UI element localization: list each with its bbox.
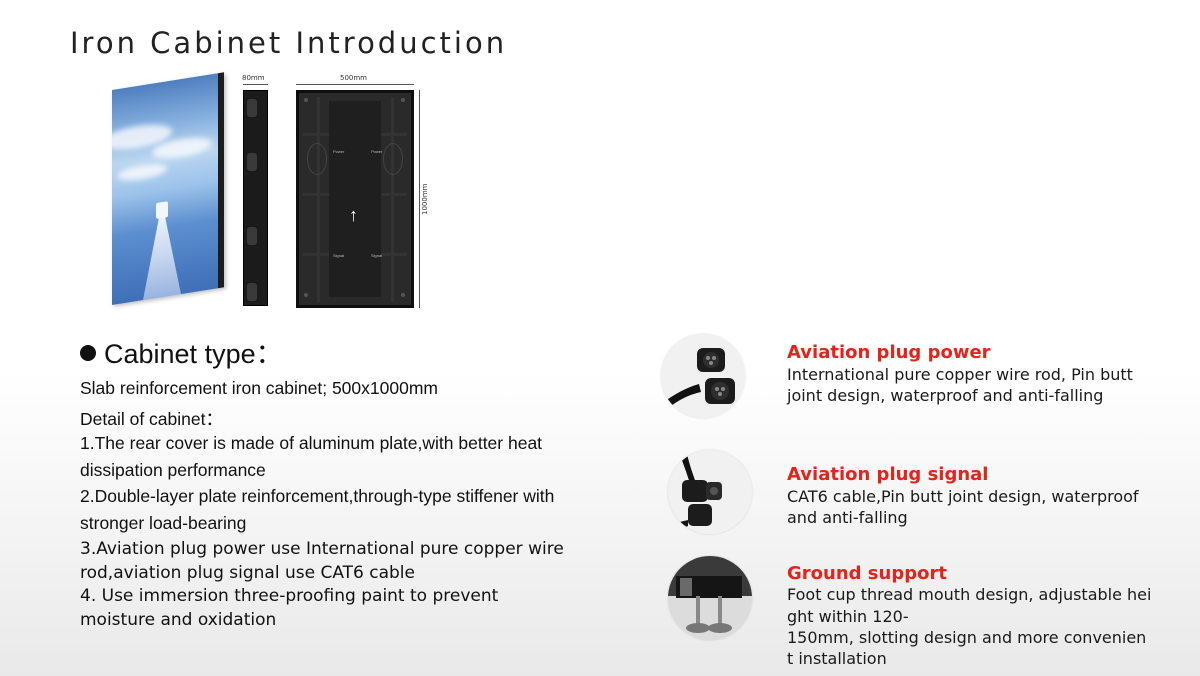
feature-title-power: Aviation plug power xyxy=(787,342,991,363)
bullet-icon xyxy=(80,345,96,361)
feature-title-ground: Ground support xyxy=(787,563,947,584)
depth-dimension-line xyxy=(296,84,414,85)
height-dimension-line xyxy=(419,90,420,308)
depth-dimension-label: 500mm xyxy=(340,74,367,82)
cabinet-line: stronger load-bearing xyxy=(80,513,247,533)
signal-plug-photo-icon xyxy=(668,450,752,534)
cabinet-line: dissipation performance xyxy=(80,460,266,480)
width-dimension-label: 80mm xyxy=(242,74,265,82)
back-label: Power xyxy=(333,149,345,154)
cabinet-line: rod,aviation plug signal use CAT6 cable xyxy=(80,563,415,583)
feature-line: International pure copper wire rod, Pin … xyxy=(787,365,1133,384)
feature-line: 150mm, slotting design and more convenie… xyxy=(787,628,1147,647)
cabinet-line: moisture and oxidation xyxy=(80,610,277,630)
cabinet-side-image xyxy=(243,90,268,306)
cabinet-line: Detail of cabinet： xyxy=(80,409,223,429)
feature-title-signal: Aviation plug signal xyxy=(787,464,989,485)
cabinet-line: 4. Use immersion three-proofing paint to… xyxy=(80,586,499,606)
feature-line: t installation xyxy=(787,649,887,668)
feature-line: Foot cup thread mouth design, adjustable… xyxy=(787,585,1152,604)
feature-line: and anti-falling xyxy=(787,508,908,527)
feature-line: CAT6 cable,Pin butt joint design, waterp… xyxy=(787,487,1139,506)
feature-line: joint design, waterproof and anti-fallin… xyxy=(787,386,1104,405)
cabinet-line: Slab reinforcement iron cabinet; 500x100… xyxy=(80,378,438,398)
back-label: Signal xyxy=(333,253,345,258)
back-label: Power xyxy=(371,149,383,154)
ground-support-photo-icon xyxy=(668,556,752,640)
feature-line: ght within 120- xyxy=(787,607,909,626)
cabinet-line: 1.The rear cover is made of aluminum pla… xyxy=(80,433,543,453)
cabinet-back-image: Power Power Signal Signal ↑ xyxy=(296,90,414,308)
cabinet-line: 2.Double-layer plate reinforcement,throu… xyxy=(80,486,555,506)
height-dimension-label: 1000mm xyxy=(421,183,429,215)
back-label: Signal xyxy=(371,253,383,258)
power-plug-photo-icon xyxy=(661,334,745,418)
cabinet-type-heading-text: Cabinet type： xyxy=(104,339,283,369)
width-dimension-line xyxy=(243,84,268,85)
up-arrow-icon: ↑ xyxy=(349,205,358,225)
cabinet-line: 3.Aviation plug power use International … xyxy=(80,539,564,559)
cabinet-type-heading: Cabinet type： xyxy=(80,332,283,371)
page-title: Iron Cabinet Introduction xyxy=(70,26,508,60)
